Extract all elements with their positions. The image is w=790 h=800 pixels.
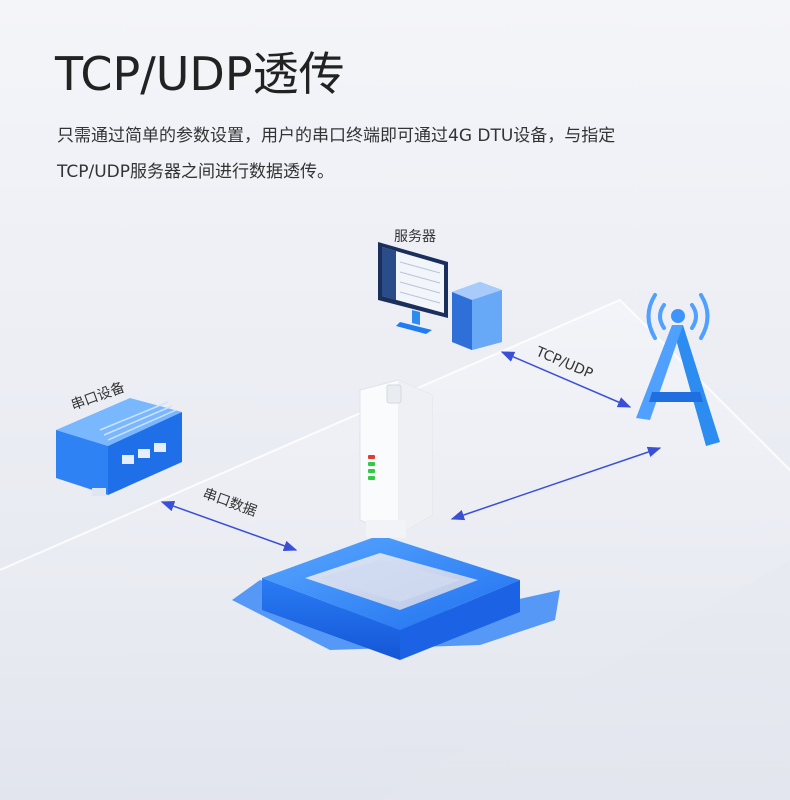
dtu-tower-arrow (450, 446, 662, 521)
dtu-device-icon (359, 379, 433, 538)
dtu-base-platform (232, 535, 560, 660)
description-line-1: 只需通过简单的参数设置，用户的串口终端即可通过4G DTU设备，与指定 (57, 126, 616, 146)
page-description: 只需通过简单的参数设置，用户的串口终端即可通过4G DTU设备，与指定 TCP/… (57, 118, 747, 190)
serial-data-arrow (160, 501, 298, 551)
tcp-udp-arrow (500, 351, 632, 408)
led-red (368, 455, 375, 459)
page-title: TCP/UDP透传 (55, 47, 345, 101)
server-label: 服务器 (394, 229, 436, 245)
antenna-tower-icon (636, 293, 720, 446)
led-green-3 (368, 476, 375, 480)
serial-device-icon (56, 398, 182, 496)
led-green-2 (368, 469, 375, 473)
description-line-2: TCP/UDP服务器之间进行数据透传。 (57, 162, 335, 182)
server-icon (378, 242, 502, 350)
led-green-1 (368, 462, 375, 466)
